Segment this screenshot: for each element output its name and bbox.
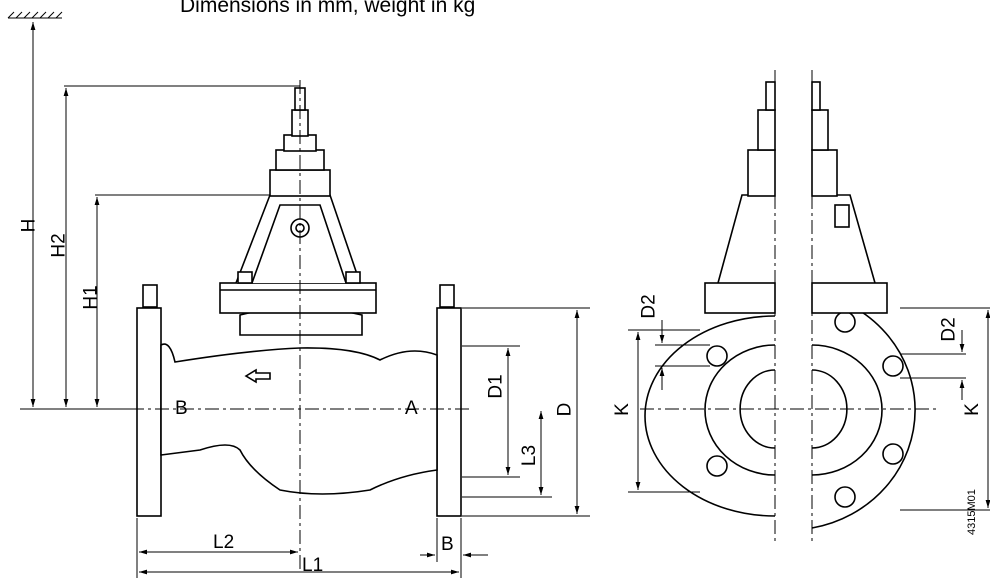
dimension-label-d2-right: D2	[938, 317, 960, 342]
dimension-label-d: D	[554, 402, 576, 417]
drawing-code: 4315M01	[966, 489, 978, 535]
dimension-label-h1: H1	[80, 285, 102, 310]
dimension-label-d2-left: D2	[638, 294, 660, 319]
dimension-label-d1: D1	[485, 374, 507, 399]
valve-side-view	[644, 81, 916, 529]
side-centerlines	[640, 70, 940, 545]
dimension-label-k-left: K	[611, 403, 633, 416]
dimension-label-l2: L2	[213, 532, 235, 553]
dimension-label-b: B	[441, 534, 454, 555]
dimension-label-h: H	[18, 218, 40, 233]
dimension-label-l1: L1	[302, 555, 324, 576]
dimension-label-l3: L3	[519, 444, 541, 467]
valve-front-view	[136, 87, 462, 517]
port-label-b: B	[175, 398, 188, 419]
front-centerlines	[130, 80, 470, 570]
dimension-label-h2: H2	[48, 233, 70, 258]
port-label-a: A	[405, 398, 418, 419]
side-dimension-lines	[628, 307, 990, 511]
drawing-title: Dimensions in mm, weight in kg	[180, 0, 476, 17]
front-dimension-lines	[20, 22, 590, 578]
ground-hatch	[7, 11, 63, 19]
dimension-label-k-right: K	[961, 403, 983, 416]
